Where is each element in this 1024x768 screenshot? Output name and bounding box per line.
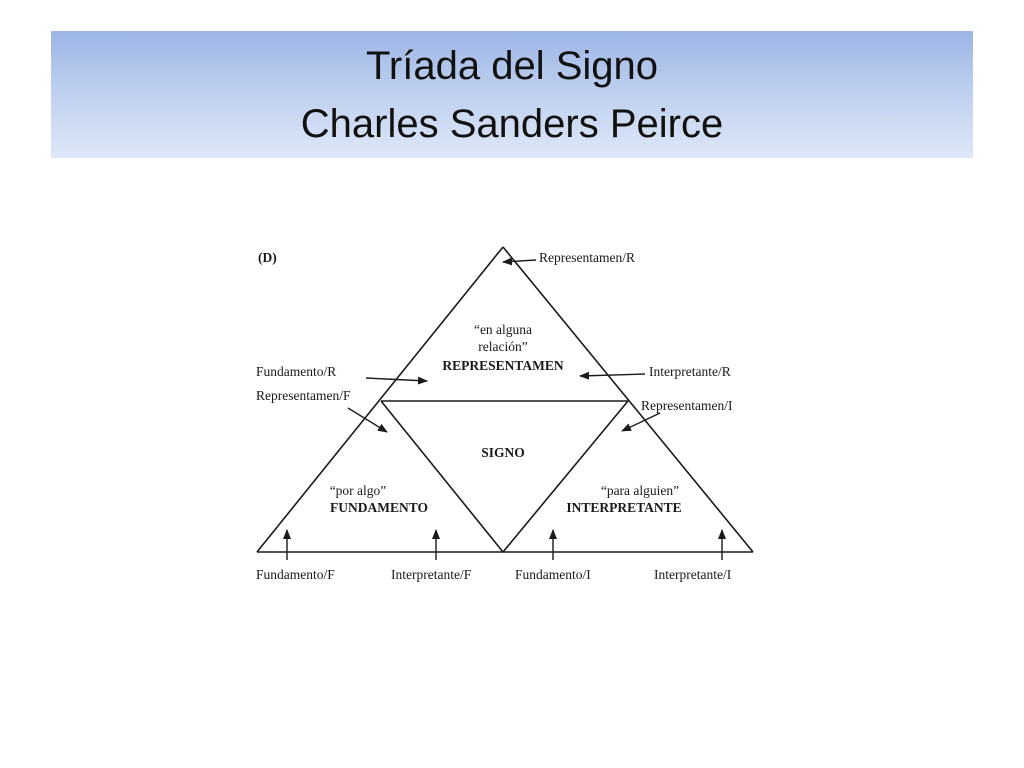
slide-title: Tríada del Signo [365, 43, 659, 88]
top-name: REPRESENTAMEN [442, 358, 564, 373]
left-quote: “por algo” [330, 483, 387, 498]
right-name: INTERPRETANTE [566, 500, 681, 515]
inner-right-edge [502, 400, 629, 553]
bottom-label-1: Fundamento/F [256, 567, 335, 582]
center-name: SIGNO [481, 445, 525, 460]
right-quote: “para alguien” [601, 483, 679, 498]
outer-right-edge [502, 246, 754, 553]
left-name: FUNDAMENTO [330, 500, 428, 515]
slide-subtitle: Charles Sanders Peirce [300, 101, 724, 146]
bottom-label-2: Interpretante/F [391, 567, 472, 582]
panel-label: (D) [258, 250, 277, 265]
top-quote-line2: relación” [478, 339, 527, 354]
right-lower-arrow [621, 412, 661, 432]
bottom-label-4: Interpretante/I [654, 567, 732, 582]
top-vertex-arrow [502, 257, 537, 266]
bottom-label-3: Fundamento/I [515, 567, 591, 582]
left-upper-arrow [365, 376, 428, 385]
right-upper-arrow [579, 371, 646, 380]
top-quote-line1: “en alguna [474, 322, 532, 337]
outer-left-edge [256, 246, 504, 553]
top-vertex-label: Representamen/R [539, 250, 635, 265]
title-banner: Tríada del Signo Charles Sanders Peirce [51, 31, 973, 158]
inner-left-edge [380, 400, 504, 553]
left-lower-arrow [347, 407, 388, 433]
left-outer-lower-label: Representamen/F [256, 388, 351, 403]
right-outer-upper-label: Interpretante/R [649, 364, 731, 379]
left-outer-upper-label: Fundamento/R [256, 364, 336, 379]
right-outer-lower-label: Representamen/I [641, 398, 733, 413]
